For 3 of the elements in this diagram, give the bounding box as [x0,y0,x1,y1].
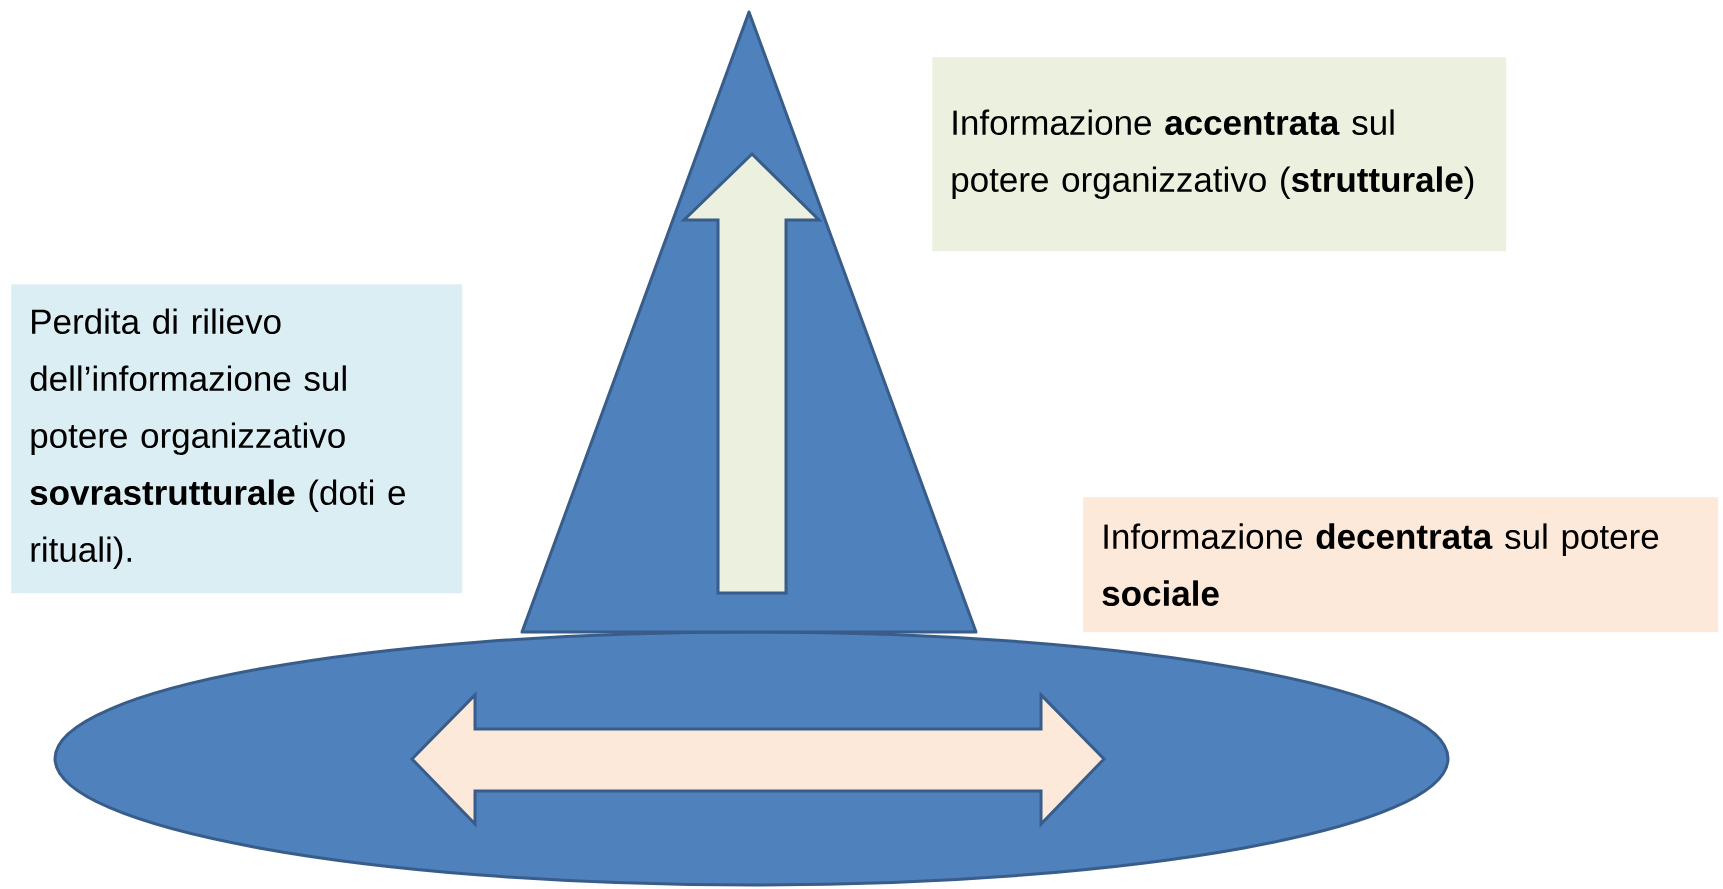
text-box: Informazione accentrata sul potere organizzativo (strutturale) [932,57,1507,252]
text-box: Perdita di rilievo dell’informazione sul potere organizzativo sovrastrutturale (doti e rituali). [11,284,463,594]
text-box: Informazione decentrata sul potere sociale [1083,497,1719,633]
